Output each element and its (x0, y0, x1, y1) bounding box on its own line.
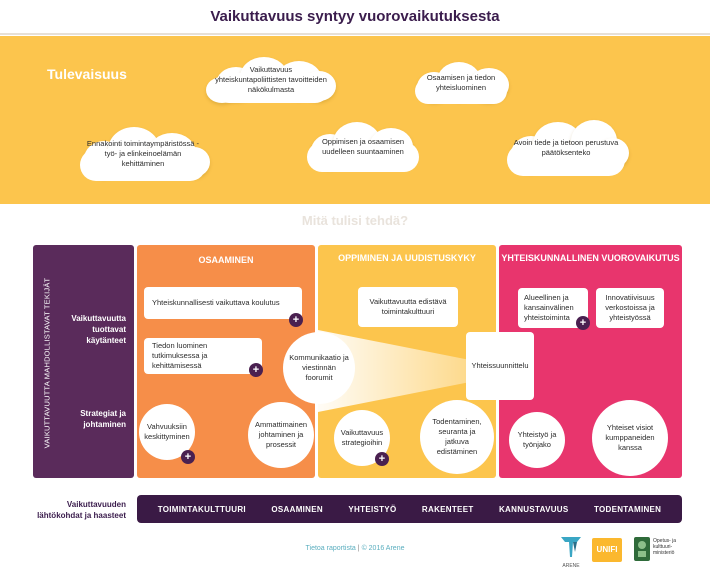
circle-text: Todentaminen, seuranta ja jatkuva edistä… (432, 417, 482, 456)
footer: Tietoa raportista | © 2016 Arene (0, 545, 710, 552)
foundation-item[interactable]: RAKENTEET (421, 504, 474, 514)
cloud-text: Ennakointi toimintaympäristössä - työ- j… (86, 139, 200, 168)
row-label-strategies: Strategiat ja johtaminen (80, 409, 126, 429)
circle-kommunikaatio[interactable]: Kommunikaatio ja viestinnän foorumit (283, 332, 355, 404)
enablers-sidebar (33, 245, 134, 478)
foundation-item[interactable]: YHTEISTYÖ (348, 504, 397, 514)
card-text: Innovatiivisuus verkostoissa ja yhteisty… (605, 293, 655, 322)
row-label-practices: Vaikuttavuutta tuottavat käytänteet (71, 314, 126, 345)
plus-icon[interactable]: + (249, 363, 263, 377)
future-label: Tulevaisuus (47, 66, 127, 82)
foundation-item[interactable]: KANNUSTAVUUS (498, 504, 569, 514)
cloud-avoin-tiede: Avoin tiede ja tietoon perustuva päätöks… (503, 118, 629, 178)
card-yhteissuunnittelu[interactable]: Yhteissuunnittelu (466, 332, 534, 400)
card-text: Tiedon luominen tutkimuksessa ja kehittä… (152, 341, 208, 370)
plus-icon[interactable]: + (375, 452, 389, 466)
sidebar-vertical-label: VAIKUTTAVUUTTA MAHDOLLISTAVAT TEKIJÄT (38, 258, 56, 468)
copyright: © 2016 Arene (361, 545, 405, 552)
card-text: Yhteissuunnittelu (471, 361, 529, 370)
plus-icon[interactable]: + (576, 316, 590, 330)
column-heading: OSAAMINEN (198, 255, 254, 265)
circle-text: Ammattimainen johtaminen ja prosessit (254, 420, 308, 449)
foundation-bar: TOIMINTAKULTTUURI OSAAMINEN YHTEISTYÖ RA… (137, 495, 682, 523)
cloud-yhteisluominen: Osaamisen ja tiedon yhteisluominen (411, 60, 511, 106)
plus-icon[interactable]: + (289, 313, 303, 327)
report-info-link[interactable]: Tietoa raportista (305, 545, 356, 552)
cloud-yhteiskuntapoliittiset: Vaikuttavuus yhteiskuntapoliittisten tav… (206, 55, 336, 105)
cloud-ennakointi: Ennakointi toimintaympäristössä - työ- j… (76, 125, 210, 183)
circle-todentaminen[interactable]: Todentaminen, seuranta ja jatkuva edistä… (420, 400, 494, 474)
card-text: Vaikuttavuutta edistävä toimintakulttuur… (369, 297, 447, 316)
title-divider (0, 33, 710, 35)
circle-text: Vahvuuksiin keskittyminen (144, 422, 190, 441)
card-text: Yhteiskunnallisesti vaikuttava koulutus (152, 298, 280, 307)
cloud-text: Osaamisen ja tiedon yhteisluominen (426, 73, 496, 92)
footer-separator: | (357, 545, 360, 552)
cloud-oppimisen: Oppimisen ja osaamisen uudelleen suuntaa… (303, 120, 423, 174)
card-text: Alueellinen ja kansainvälinen yhteistoim… (524, 293, 574, 322)
okm-logo-text: Opetus- ja kulttuuri-ministeriö (653, 538, 677, 556)
section-heading: Mitä tulisi tehdä? (301, 213, 409, 228)
page-title: Vaikuttavuus syntyy vuorovaikutuksesta (210, 8, 500, 25)
card-vaikuttava-koulutus[interactable]: Yhteiskunnallisesti vaikuttava koulutus (144, 287, 302, 319)
foundation-item[interactable]: OSAAMINEN (271, 504, 323, 514)
circle-yhteistyo[interactable]: Yhteistyö ja työnjako (509, 412, 565, 468)
circle-text: Kommunikaatio ja viestinnän foorumit (289, 353, 349, 382)
sidebar-vertical-text: VAIKUTTAVUUTTA MAHDOLLISTAVAT TEKIJÄT (42, 277, 52, 449)
circle-text: Yhteistyö ja työnjako (517, 430, 557, 449)
card-tiedon-luominen[interactable]: Tiedon luominen tutkimuksessa ja kehittä… (144, 338, 262, 374)
foundation-label: Vaikuttavuuden lähtökohdat ja haasteet (37, 500, 126, 520)
foundation-item[interactable]: TOIMINTAKULTTUURI (157, 504, 246, 514)
cloud-text: Oppimisen ja osaamisen uudelleen suuntaa… (321, 137, 405, 156)
arene-logo-text: ARENE (562, 563, 580, 569)
plus-icon[interactable]: + (181, 450, 195, 464)
okm-emblem-icon (633, 536, 651, 562)
cloud-text: Avoin tiede ja tietoon perustuva päätöks… (513, 138, 619, 157)
column-heading: YHTEISKUNNALLINEN VUOROVAIKUTUS (501, 253, 680, 263)
unifi-logo-text: UNIFI (596, 545, 618, 554)
circle-text: Vaikuttavuus strategioihin (340, 428, 384, 447)
circle-ammattimainen[interactable]: Ammattimainen johtaminen ja prosessit (248, 402, 314, 468)
unifi-logo: UNIFI (592, 538, 622, 562)
cloud-text: Vaikuttavuus yhteiskuntapoliittisten tav… (215, 65, 327, 94)
card-innovatiivisuus[interactable]: Innovatiivisuus verkostoissa ja yhteisty… (596, 288, 664, 328)
circle-text: Yhteiset visiot kumppaneiden kanssa (605, 423, 655, 452)
circle-yhteiset-visiot[interactable]: Yhteiset visiot kumppaneiden kanssa (592, 400, 668, 476)
card-toimintakulttuuri[interactable]: Vaikuttavuutta edistävä toimintakulttuur… (358, 287, 458, 327)
column-heading: OPPIMINEN JA UUDISTUSKYKY (338, 253, 476, 263)
arene-logo: ARENE (559, 536, 583, 569)
foundation-item[interactable]: TODENTAMINEN (593, 504, 662, 514)
